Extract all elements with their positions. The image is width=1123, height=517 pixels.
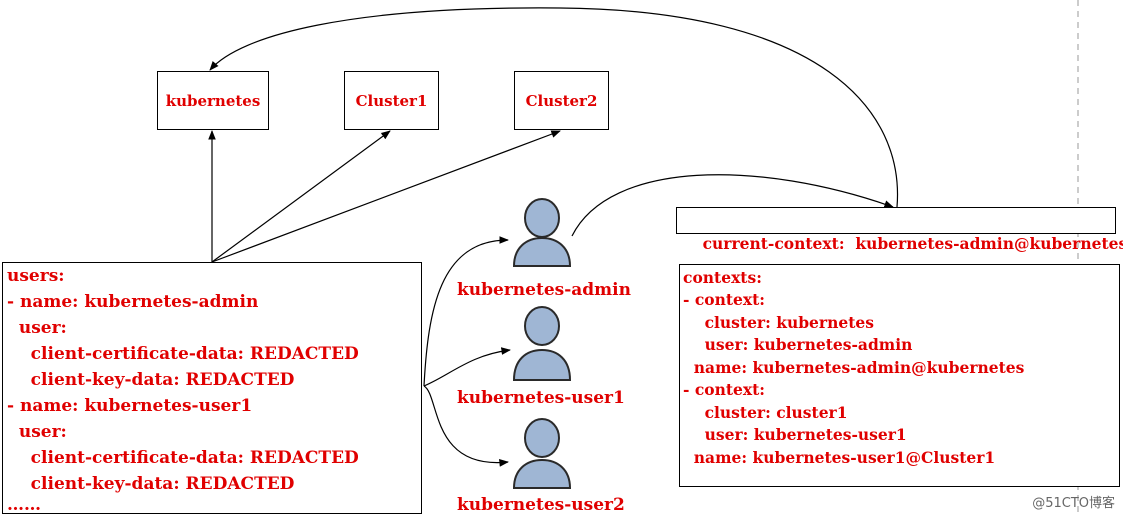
cluster-box-cluster2: Cluster2	[514, 71, 609, 130]
yaml-line: cluster: cluster1	[683, 403, 848, 422]
yaml-line: - name: kubernetes-user1	[7, 396, 253, 416]
cluster-label: Cluster2	[525, 91, 598, 110]
yaml-line: user:	[7, 422, 67, 442]
user-label-admin: kubernetes-admin	[457, 280, 631, 300]
yaml-line: cluster: kubernetes	[683, 313, 874, 332]
current-context-text: current-context: kubernetes-admin@kubern…	[702, 234, 1123, 253]
user-icon	[512, 198, 572, 267]
yaml-line: name: kubernetes-user1@Cluster1	[683, 448, 996, 467]
yaml-line: client-certificate-data: REDACTED	[7, 344, 359, 364]
arrow-users-to-user2	[423, 385, 509, 467]
yaml-line: - name: kubernetes-admin	[7, 292, 259, 312]
yaml-line: client-key-data: REDACTED	[7, 474, 295, 494]
arrow-users-to-cluster1	[211, 130, 391, 263]
yaml-line: - context:	[683, 380, 766, 399]
yaml-line: client-certificate-data: REDACTED	[7, 448, 359, 468]
yaml-line: user: kubernetes-admin	[683, 335, 913, 354]
yaml-line: name: kubernetes-admin@kubernetes	[683, 358, 1025, 377]
yaml-line: user: kubernetes-user1	[683, 425, 907, 444]
arrow-users-to-cluster2	[211, 130, 561, 263]
user-label-user2: kubernetes-user2	[457, 495, 625, 515]
users-config-box: users: - name: kubernetes-admin user: cl…	[2, 262, 422, 515]
yaml-line: ……	[7, 495, 41, 515]
cluster-label: kubernetes	[165, 91, 261, 110]
yaml-line: user:	[7, 318, 67, 338]
user-icon	[512, 306, 572, 381]
cluster-label: Cluster1	[355, 91, 428, 110]
yaml-line: contexts:	[683, 268, 762, 287]
arrow-users-to-admin	[423, 236, 509, 387]
user-label-user1: kubernetes-user1	[457, 388, 625, 408]
yaml-line: client-key-data: REDACTED	[7, 370, 295, 390]
user-icon	[512, 418, 572, 489]
watermark: @51CTO博客	[1032, 496, 1115, 511]
arrow-current-context-to-kubernetes	[209, 7, 899, 208]
arrow-users-to-user1	[423, 347, 511, 387]
current-context-box: current-context: kubernetes-admin@kubern…	[676, 207, 1123, 253]
cluster-box-cluster1: Cluster1	[344, 71, 439, 130]
contexts-config-box: contexts: - context: cluster: kubernetes…	[679, 264, 1120, 487]
cluster-box-kubernetes: kubernetes	[157, 71, 269, 130]
yaml-line: - context:	[683, 290, 766, 309]
arrow-admin-to-current-context	[571, 174, 894, 237]
yaml-line: users:	[7, 266, 65, 286]
